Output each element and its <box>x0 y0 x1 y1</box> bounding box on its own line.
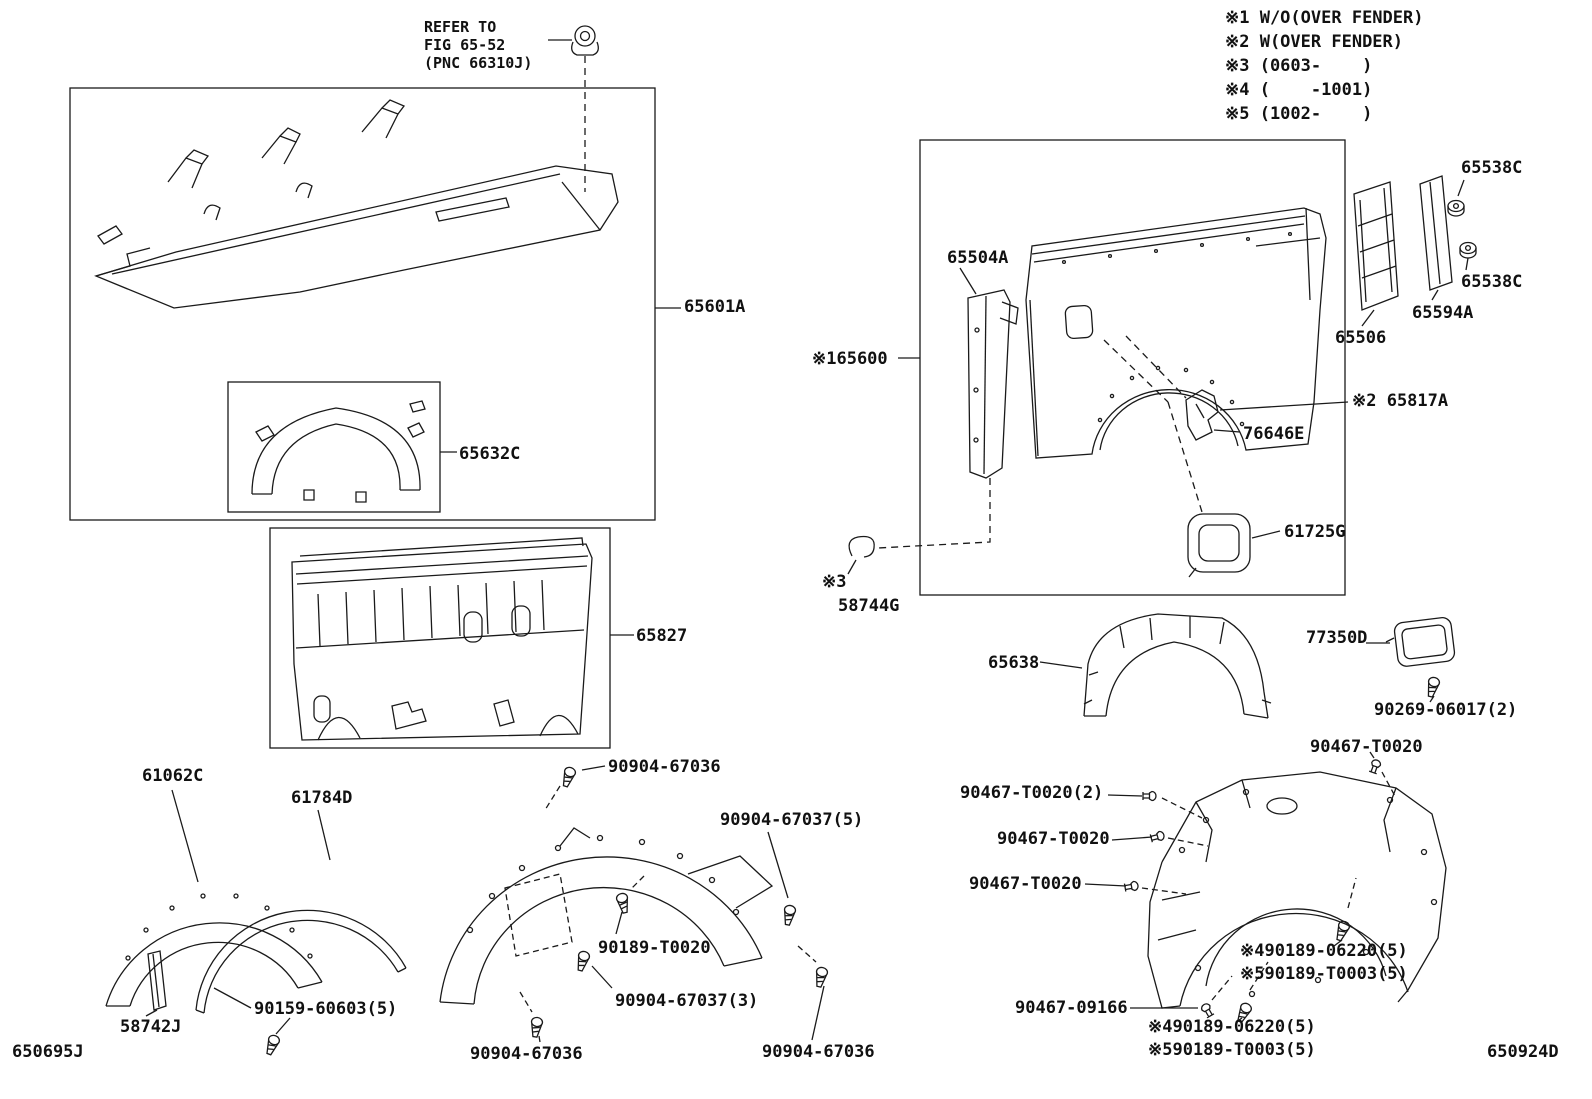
note-line-4: ※4 ( -1001) <box>1225 80 1373 100</box>
part-61725g-drawing <box>1187 513 1281 578</box>
label-590189-b: ※590189-T0003(5) <box>1148 1040 1316 1060</box>
label-65600: ※165600 <box>812 349 888 369</box>
label-90467-t0020-mid: 90467-T0020 <box>997 829 1110 849</box>
label-65504a: 65504A <box>947 248 1009 268</box>
box-65827 <box>269 527 611 749</box>
part-65638-drawing <box>1039 613 1272 719</box>
part-65601a-drawing <box>94 99 681 309</box>
label-58742j: 58742J <box>120 1017 182 1037</box>
part-65594a-drawing <box>1419 175 1453 301</box>
label-90467-t0020-low: 90467-T0020 <box>969 874 1082 894</box>
label-65594a: 65594A <box>1412 303 1474 323</box>
part-wheel-arch-liner-drawing <box>439 827 774 1005</box>
part-61062c-drawing <box>105 789 323 1007</box>
note-line-5: ※5 (1002- ) <box>1225 104 1373 124</box>
label-61062c: 61062C <box>142 766 204 786</box>
label-90904-67036-bottom-right: 90904-67036 <box>762 1042 875 1062</box>
label-65506: 65506 <box>1335 328 1387 348</box>
label-90904-67037-3: 90904-67037(3) <box>615 991 759 1011</box>
label-90159-60603: 90159-60603(5) <box>254 999 398 1019</box>
box-65601a <box>69 87 656 521</box>
label-90467-t0020-top: 90467-T0020 <box>1310 737 1423 757</box>
hook-66310j-drawing <box>548 25 599 192</box>
label-65817a: ※2 65817A <box>1352 391 1449 411</box>
box-65600 <box>919 139 1346 596</box>
label-90467-t0020-2: 90467-T0020(2) <box>960 783 1104 803</box>
note-line-2: ※2 W(OVER FENDER) <box>1225 32 1404 52</box>
label-90269-06017: 90269-06017(2) <box>1374 700 1518 720</box>
label-58744g-mark: ※3 <box>822 572 847 592</box>
label-490189-a: ※490189-06220(5) <box>1240 941 1408 961</box>
label-90904-67036-bottom-left: 90904-67036 <box>470 1044 583 1064</box>
note-line-1: ※1 W/O(OVER FENDER) <box>1225 8 1424 28</box>
label-65538c-bottom: 65538C <box>1461 272 1523 292</box>
fastener-90467-top-drawing <box>1368 751 1397 799</box>
part-65827-drawing <box>291 537 634 741</box>
label-65538c-top: 65538C <box>1461 158 1523 178</box>
notes-legend: ※1 W/O(OVER FENDER) ※2 W(OVER FENDER) ※3… <box>1225 6 1423 126</box>
note-line-3: ※3 (0603- ) <box>1225 56 1373 76</box>
label-90467-09166: 90467-09166 <box>1015 998 1128 1018</box>
box-65632c <box>227 381 441 513</box>
label-65638: 65638 <box>988 653 1040 673</box>
part-65538c-drawing <box>1447 179 1477 271</box>
label-61784d: 61784D <box>291 788 353 808</box>
refer-note: REFER TO FIG 65-52 (PNC 66310J) <box>424 18 533 72</box>
part-65506-drawing <box>1353 181 1399 327</box>
part-58742j-drawing <box>145 950 167 1017</box>
part-58744g-drawing <box>847 535 875 575</box>
label-58744g: 58744G <box>838 596 900 616</box>
label-90189-t0020: 90189-T0020 <box>598 938 711 958</box>
part-77350d-drawing <box>1366 617 1456 703</box>
label-65601a: 65601A <box>684 297 746 317</box>
page-code-left: 650695J <box>12 1042 84 1062</box>
label-90904-67037-5: 90904-67037(5) <box>720 810 864 830</box>
part-65600-panel-drawing <box>898 207 1327 513</box>
part-61784d-drawing <box>195 809 407 1014</box>
label-76646e: 76646E <box>1243 424 1305 444</box>
label-590189-a: ※590189-T0003(5) <box>1240 964 1408 984</box>
label-490189-b: ※490189-06220(5) <box>1148 1017 1316 1037</box>
label-90904-67036-top: 90904-67036 <box>608 757 721 777</box>
part-rear-wheel-liner-drawing <box>1147 771 1447 1009</box>
fasteners-center-drawing <box>519 765 829 1043</box>
label-77350d: 77350D <box>1306 628 1368 648</box>
label-61725g: 61725G <box>1284 522 1346 542</box>
fasteners-right-drawing <box>1084 790 1357 1025</box>
part-76646e-drawing <box>1185 389 1349 441</box>
part-65504a-drawing <box>877 267 1019 549</box>
label-65632c: 65632C <box>459 444 521 464</box>
fastener-90159-drawing <box>213 987 291 1057</box>
page-code-right: 650924D <box>1487 1042 1559 1062</box>
part-65632c-drawing <box>251 400 457 503</box>
label-65827: 65827 <box>636 626 688 646</box>
